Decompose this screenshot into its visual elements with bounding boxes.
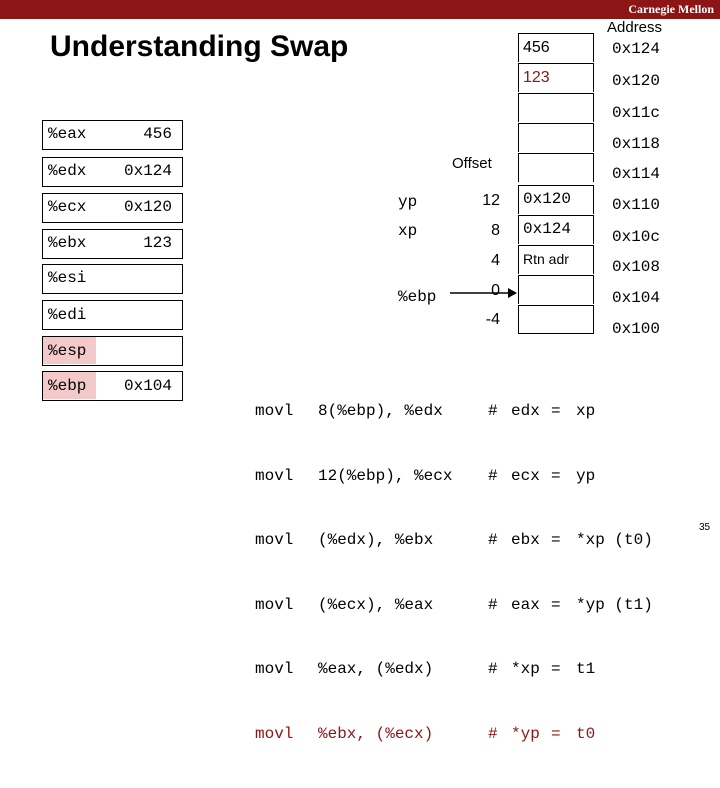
stack-cell [518,93,594,122]
register-ebx-value: 123 [143,234,172,252]
register-eax-name: %eax [48,125,87,143]
register-edx-value: 0x124 [123,162,172,180]
pointer-label-yp: yp [398,193,418,211]
comment-lhs: edx [511,402,540,420]
stack-cell: Rtn adr [518,245,594,274]
register-eax-box [42,120,183,150]
pointer-label-ebp: %ebp [398,288,437,306]
register-edi-box [42,300,183,330]
address-label: 0x110 [612,196,661,214]
register-ecx-box [42,193,183,223]
register-ebp-name: %ebp [48,377,87,395]
offset-label: 8 [491,222,500,239]
stack-cell [518,123,594,152]
register-ecx-value: 0x120 [123,198,172,216]
register-esi-box [42,264,183,294]
stack-cell: 123 [518,63,594,92]
comment-lhs-column: edx ecx ebx eax *xp *yp [511,358,549,788]
operands: (%edx), %ebx [318,531,434,549]
operands: %ebx, (%ecx) [318,724,434,743]
address-label: 0x114 [612,165,661,183]
page-number: 35 [699,522,711,533]
operands: %eax, (%edx) [318,660,434,678]
register-esp-highlight [42,336,96,364]
comment-rhs: *yp (t1) [576,595,653,614]
comment-eq: = [551,466,561,485]
offset-label: 0 [491,282,500,299]
brand-label: Carnegie Mellon [628,2,714,16]
address-label: 0x124 [612,40,661,58]
comment-rhs: t0 [576,724,596,743]
address-label: 0x120 [612,72,661,90]
comment-lhs: eax [511,595,540,614]
address-label: 0x10c [612,228,661,246]
operands: (%ecx), %eax [318,595,434,614]
offset-label: 4 [491,252,500,269]
address-label: 0x104 [612,289,661,307]
register-edx-name: %edx [48,162,87,180]
opcode: movl [255,402,294,420]
register-esp-name: %esp [48,342,87,360]
comment-rhs: t1 [576,660,596,678]
offset-header: Offset [452,155,492,172]
comment-rhs-column: xp yp *xp (t0) *yp (t1) t1 t0 [576,358,653,788]
address-label: 0x100 [612,320,661,338]
operand-column: 8(%ebp), %edx 12(%ebp), %ecx (%edx), %eb… [318,358,452,788]
opcode-column: movl movl movl movl movl movl [255,358,293,788]
comment-hash: # [488,402,498,420]
opcode: movl [255,660,294,678]
stack-cell: 0x120 [518,185,594,214]
stack-cell [518,153,594,182]
stack-cell: 456 [518,33,594,62]
address-label: 0x118 [612,135,661,153]
comment-hash: # [488,466,498,485]
stack-cell: 0x124 [518,215,594,244]
register-ebp-highlight [42,371,96,399]
ebp-arrow-icon [450,288,517,298]
comment-eq: = [551,402,561,420]
register-ebp-box [42,371,183,401]
address-header: Address [607,19,663,36]
top-bar: Carnegie Mellon [0,0,720,19]
register-ebp-value: 0x104 [123,377,172,395]
address-label: 0x11c [612,104,661,122]
register-edi-name: %edi [48,306,87,324]
register-esp-box [42,336,183,366]
register-esi-name: %esi [48,269,87,287]
comment-rhs: xp [576,402,596,420]
register-ebx-name: %ebx [48,234,87,252]
register-eax-value: 456 [143,125,172,143]
operands: 12(%ebp), %ecx [318,466,453,485]
comment-lhs: ecx [511,466,540,485]
opcode: movl [255,595,294,614]
opcode: movl [255,724,294,743]
comment-rhs: yp [576,466,596,485]
register-ecx-name: %ecx [48,198,87,216]
offset-label: 12 [482,192,500,209]
operands: 8(%ebp), %edx [318,402,443,420]
comment-lhs: *xp [511,660,540,678]
opcode: movl [255,466,294,485]
comment-lhs: ebx [511,531,540,549]
offset-label: -4 [485,311,500,328]
slide-title: Understanding Swap [50,30,349,63]
stack-cell [518,305,594,334]
register-edx-box [42,157,183,187]
address-label: 0x108 [612,258,661,276]
comment-lhs: *yp [511,724,540,743]
pointer-label-xp: xp [398,222,418,240]
register-ebx-box [42,229,183,259]
opcode: movl [255,531,294,549]
stack-cell [518,275,594,304]
comment-rhs: *xp (t0) [576,531,653,549]
